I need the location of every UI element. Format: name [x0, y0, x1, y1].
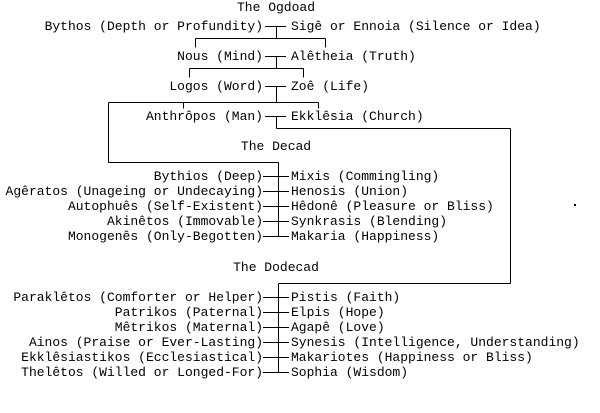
- aeon-name-left: Ekklêsiastikos (Ecclesiastical): [21, 350, 263, 365]
- aeon-name-left: Logos (Word): [169, 79, 263, 94]
- aeon-name-right: Ekklêsia (Church): [291, 109, 424, 124]
- aeon-name-left: Patrikos (Paternal): [114, 305, 263, 320]
- aeon-name-right: Synesis (Intelligence, Understanding): [291, 335, 580, 350]
- aeon-name-right: Zoê (Life): [291, 79, 370, 94]
- aeon-name-left: Monogenês (Only-Begotten): [67, 229, 263, 244]
- section-title-dodecad: The Dodecad: [233, 260, 319, 275]
- aeon-name-left: Thelêtos (Willed or Longed-For): [21, 365, 263, 380]
- section-title-decad: The Decad: [240, 139, 312, 154]
- aeon-name-right: Synkrasis (Blending): [291, 214, 448, 229]
- aeon-name-right: Sophia (Wisdom): [291, 365, 409, 380]
- aeon-name-left: Mêtrikos (Maternal): [114, 320, 263, 335]
- aeon-name-right: Alêtheia (Truth): [291, 49, 416, 64]
- aeon-name-right: Hêdonê (Pleasure or Bliss): [291, 199, 494, 214]
- aeon-name-left: Anthrôpos (Man): [145, 109, 263, 124]
- aeon-name-left: Paraklêtos (Comforter or Helper): [13, 290, 263, 305]
- aeon-name-left: Autophuês (Self-Existent): [67, 199, 263, 214]
- stray-dot-artifact: [574, 204, 576, 206]
- aeon-name-right: Pistis (Faith): [291, 290, 401, 305]
- dodecad-connectors: [263, 128, 511, 373]
- aeon-name-left: Agêratos (Unageing or Undecaying): [5, 184, 263, 199]
- aeon-name-right: Sigê or Ennoia (Silence or Idea): [291, 19, 541, 34]
- aeon-name-right: Agapê (Love): [291, 320, 385, 335]
- section-title-ogdoad: The Ogdoad: [236, 0, 316, 15]
- aeon-name-left: Bythos (Depth or Profundity): [44, 19, 263, 34]
- aeon-name-left: Ainos (Praise or Ever-Lasting): [28, 335, 263, 350]
- aeon-name-right: Elpis (Hope): [291, 305, 385, 320]
- ogdoad-connectors: [108, 26, 326, 129]
- aeon-name-right: Makariotes (Happiness or Bliss): [291, 350, 533, 365]
- aeon-name-right: Mixis (Commingling): [291, 169, 440, 184]
- aeon-name-left: Akinêtos (Immovable): [106, 214, 263, 229]
- aeon-name-right: Henosis (Union): [291, 184, 409, 199]
- decad-connectors: [108, 102, 289, 237]
- aeon-name-left: Nous (Mind): [177, 49, 263, 64]
- aeon-name-right: Makaria (Happiness): [291, 229, 440, 244]
- aeon-name-left: Bythios (Deep): [153, 169, 263, 184]
